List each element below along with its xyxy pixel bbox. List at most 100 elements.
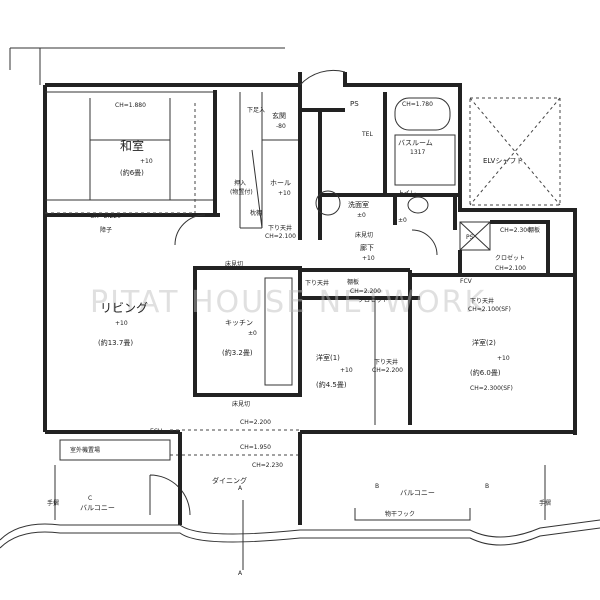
hall-label: ホール <box>270 179 291 187</box>
closet-mid-label: クロゼット <box>358 296 388 304</box>
rouka-label: 廊下 <box>360 243 374 252</box>
kitchen-yukamikiri: 床見切 <box>225 260 243 268</box>
drying-hook-bar <box>354 508 471 521</box>
ps-mid-label: PS <box>466 234 474 241</box>
genkan-label: 玄関 <box>272 111 286 120</box>
tatami-lines <box>45 91 215 201</box>
hall-sagari-ch: CH=2.100 <box>265 233 296 240</box>
kitchen-ch: CH=2.200 <box>240 419 271 426</box>
room2-ch: CH=2.300(SF) <box>470 385 513 392</box>
ps-mid-box <box>459 221 491 251</box>
section-marker-b-left: B <box>375 483 379 490</box>
oshiire-outline <box>239 92 300 229</box>
outer-wall-west <box>43 83 300 434</box>
toilet-label: トイレ <box>398 190 416 197</box>
kitchen-wall <box>193 266 302 397</box>
toilet-wall <box>393 195 457 230</box>
washitsu-size: (約6畳) <box>120 168 144 177</box>
genkan-level: -80 <box>276 123 286 130</box>
room1-size: (約4.5畳) <box>316 380 347 389</box>
sagari1-ch: CH=2.200 <box>372 367 403 374</box>
watermark: PITAT HOUSE NETWORK <box>90 285 486 320</box>
sagari2-label: 下り天井 <box>470 297 494 305</box>
living-door-swing <box>174 214 206 246</box>
hall-sagari-label: 下り天井 <box>268 224 292 232</box>
room1-wall <box>300 268 420 425</box>
balcony-right-label: バルコニー <box>400 489 435 497</box>
bath-wall <box>320 92 460 197</box>
washer <box>315 190 341 216</box>
oshiire-note: (物置付) <box>230 188 253 196</box>
room1-sagari-label: 下り天井 <box>305 279 329 287</box>
senmen-level: ±0 <box>357 212 366 219</box>
section-marker-a-top: A <box>238 485 243 492</box>
bath-ch: CH=1.780 <box>402 101 433 108</box>
washitsu-label: 和室 <box>120 138 144 153</box>
tesuri-left-label: 手摺 <box>47 499 59 507</box>
living-label: リビング <box>100 301 148 315</box>
balcony-edge-outer <box>0 527 600 549</box>
toilet-fixture <box>407 196 429 214</box>
makuradana-label: 枕棚 <box>250 209 262 217</box>
hook-label: 物干フック <box>385 510 415 518</box>
dining-ceiling-line <box>170 429 300 456</box>
room2-size: (約6.0畳) <box>470 368 501 377</box>
bathtub <box>394 97 451 131</box>
section-marker-b-right: B <box>485 483 489 490</box>
closet-mid-ch: CH=2.200 <box>350 288 381 295</box>
outer-wall-east <box>298 72 577 435</box>
entry-door-swing <box>299 69 346 86</box>
section-marker-c: C <box>88 495 92 502</box>
kitchen-counter <box>264 277 293 386</box>
kitchen-yukamikiri-bottom: 床見切 <box>232 400 250 408</box>
dining-ch2: CH=2.230 <box>252 462 283 469</box>
fcv-label: FCV <box>460 278 473 285</box>
toilet-level: ±0 <box>398 217 407 224</box>
tel-label: TEL <box>361 131 373 138</box>
sagari2-ch: CH=2.100(SF) <box>468 306 511 313</box>
ecv-label: ECV <box>150 428 163 435</box>
genkan-wall <box>298 85 345 240</box>
shoji-label: 障子 <box>100 226 112 234</box>
dining-walls <box>178 432 302 525</box>
dining-label: ダイニング <box>212 476 247 485</box>
room2-level: +10 <box>497 355 510 362</box>
ceiling-line <box>45 103 196 214</box>
washitsu-level: +10 <box>140 158 153 165</box>
site-boundary <box>9 47 285 85</box>
dining-ch1: CH=1.950 <box>240 444 271 451</box>
living-level: +10 <box>115 320 128 327</box>
yukamikiri-label: 床見切 <box>355 231 373 239</box>
rouka-level: +10 <box>362 255 375 262</box>
ps-top-label: PS <box>350 100 359 108</box>
elv-shaft-box <box>469 97 561 206</box>
room2-label: 洋室(2) <box>472 338 496 347</box>
closet-mid-tana: 棚板 <box>347 278 359 286</box>
washitsu-wall <box>45 90 220 217</box>
kitchen-level: ±0 <box>248 330 257 337</box>
elv-label: ELVシャフト <box>483 157 523 165</box>
senmen-label: 洗面室 <box>348 200 369 209</box>
closet-right-ch2: CH=2.100 <box>495 265 526 272</box>
outdoor-unit-label: 室外機置場 <box>70 446 100 454</box>
kitchen-label: キッチン <box>225 319 253 327</box>
closet-right-label: クロゼット <box>495 254 525 262</box>
geta-label: 下足入 <box>247 107 265 114</box>
balcony-left-label: バルコニー <box>80 504 115 512</box>
toilet-door-swing <box>411 229 438 256</box>
washitsu-ch: CH=1.880 <box>115 102 146 109</box>
closet-right-ch1: CH=2.300 <box>500 227 531 234</box>
dining-door-swing <box>149 474 191 516</box>
oshiire-label: 押入 <box>234 179 246 187</box>
living-ch: CH=2.220 <box>90 213 121 220</box>
hall-level: +10 <box>278 190 291 197</box>
bath-floor <box>394 134 456 186</box>
tesuri-right-label: 手摺 <box>539 499 551 507</box>
room1-label: 洋室(1) <box>316 353 340 362</box>
balcony-edge <box>0 519 600 541</box>
room1-level: +10 <box>340 367 353 374</box>
bath-size: 1317 <box>410 149 425 156</box>
bath-label: バスルーム <box>398 139 433 147</box>
